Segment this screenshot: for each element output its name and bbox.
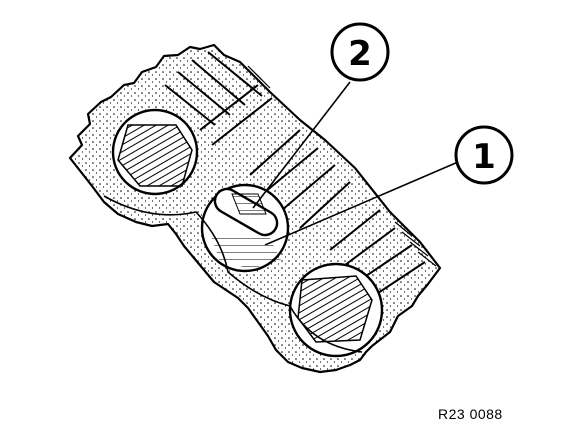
leader-2 [252, 81, 351, 209]
leader-lines [252, 81, 459, 246]
rib-lines [164, 51, 426, 296]
edge-hatching [247, 65, 437, 267]
head-gasket-part [68, 43, 442, 374]
right-bore [288, 262, 384, 358]
callout-1-label: 1 [472, 137, 496, 177]
figure-reference: R23 0088 [438, 406, 503, 422]
callout-2: 2 [330, 22, 390, 82]
middle-bore [200, 183, 290, 273]
inner-contour [103, 195, 363, 353]
leader-1 [264, 161, 459, 246]
callout-2-label: 2 [348, 34, 372, 74]
left-bore [111, 108, 199, 196]
callout-1: 1 [454, 125, 514, 185]
